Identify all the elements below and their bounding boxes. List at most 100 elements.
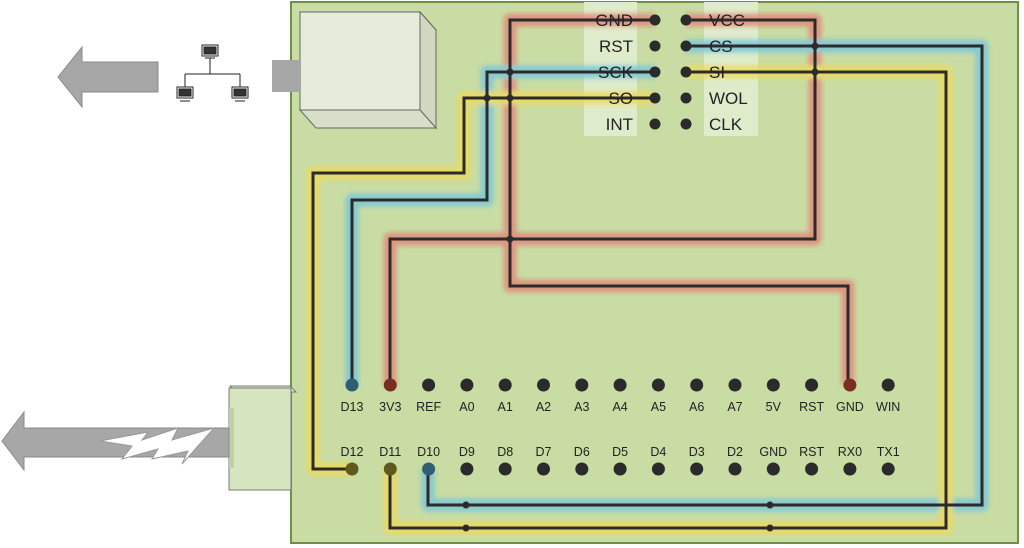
- bottom-pin-d10: [422, 462, 436, 476]
- lightning-bolt-icon: [99, 427, 216, 465]
- bottom-pin-label-d3: D3: [689, 445, 705, 459]
- usb-connector: [228, 385, 298, 491]
- bottom-pin-d7: [537, 462, 550, 476]
- top-pin-rst-12: [805, 378, 819, 392]
- wire-junction-dot: [766, 501, 774, 509]
- bottom-pin-d11: [383, 462, 397, 476]
- bottom-pin-label-d6: D6: [574, 445, 590, 459]
- top-pin-a6: [690, 378, 704, 392]
- top-pin-label-rst: RST: [799, 400, 824, 414]
- wire-sck: [350, 70, 655, 385]
- header-pin-si: [680, 66, 692, 78]
- bottom-pin-label-d5: D5: [612, 445, 628, 459]
- wire-junction-dot: [811, 68, 819, 76]
- top-pin-label-win: WIN: [876, 400, 900, 414]
- bottom-pin-rx0: [843, 462, 857, 476]
- top-pin-a0: [460, 378, 474, 392]
- bottom-pin-d12: [345, 462, 359, 476]
- top-pin-label-gnd: GND: [836, 400, 864, 414]
- header-pin-int: [649, 118, 661, 130]
- top-pin-a4: [613, 378, 627, 392]
- bottom-pin-label-d7: D7: [536, 445, 552, 459]
- wire-junction-dot: [766, 524, 774, 532]
- top-pin-label-ref: REF: [416, 400, 441, 414]
- wire-vcc: [388, 18, 817, 385]
- bottom-pin-gnd-11: [766, 462, 780, 476]
- top-pin-gnd-13: [843, 378, 857, 392]
- top-pin-ref: [422, 378, 436, 392]
- header-label-so: SO: [608, 89, 633, 108]
- junction-dots: [462, 42, 819, 532]
- wire-layer: [311, 18, 984, 530]
- header-label-sck: SCK: [598, 63, 634, 82]
- bottom-pin-d6: [575, 462, 589, 476]
- bottom-pin-d2: [728, 462, 742, 476]
- top-pin-label-a7: A7: [727, 400, 742, 414]
- top-pin-a1: [498, 378, 512, 392]
- wire-cs: [426, 44, 984, 507]
- header-label-vcc: VCC: [709, 11, 745, 30]
- top-pin-label-a5: A5: [651, 400, 666, 414]
- top-row-pins: D13 3V3 REF A0 A1 A2 A3 A4 A5 A6 A7 5V RST GND WIN: [341, 378, 900, 414]
- wire-junction-dot: [506, 94, 514, 102]
- top-pin-label-a3: A3: [574, 400, 589, 414]
- bottom-pin-d4: [651, 462, 665, 476]
- wire-junction-dot: [811, 42, 819, 50]
- header-label-wol: WOL: [709, 89, 748, 108]
- header-pin-cs: [680, 40, 692, 52]
- bottom-pin-d3: [690, 462, 704, 476]
- top-pin-a5: [651, 378, 665, 392]
- wire-so: [311, 96, 655, 471]
- header-pin-rst: [649, 40, 661, 52]
- top-pin-5v: [766, 378, 780, 392]
- network-computers-icon: [176, 44, 249, 102]
- bottom-pin-d9: [460, 462, 474, 476]
- header-pins: [649, 14, 692, 130]
- ethernet-jack: [272, 10, 438, 130]
- bottom-pin-d5: [613, 462, 627, 476]
- wire-junction-dot: [462, 524, 470, 532]
- top-pin-label-a2: A2: [536, 400, 551, 414]
- top-pin-a3: [575, 378, 589, 392]
- header-label-gnd: GND: [595, 11, 633, 30]
- header-right-labels: VCC CS SI WOL CLK: [709, 11, 748, 134]
- bottom-pin-label-tx1: TX1: [877, 445, 900, 459]
- header-label-int: INT: [606, 115, 633, 134]
- wire-junction-dot: [462, 501, 470, 509]
- header-pin-so: [649, 92, 661, 104]
- top-pin-label-a0: A0: [459, 400, 474, 414]
- bottom-pin-label-d2: D2: [727, 445, 743, 459]
- top-pin-label-a6: A6: [689, 400, 704, 414]
- bottom-pin-d8: [498, 462, 512, 476]
- top-pin-label-a4: A4: [612, 400, 627, 414]
- wire-junction-dot: [506, 235, 514, 243]
- header-label-si: SI: [709, 63, 725, 82]
- top-pin-label-a1: A1: [498, 400, 513, 414]
- bottom-pin-label-rst: RST: [799, 445, 824, 459]
- top-pin-3v3: [383, 378, 397, 392]
- top-pin-label-3v3: 3V3: [379, 400, 401, 414]
- bottom-pin-label-rx0: RX0: [838, 445, 862, 459]
- header-label-clk: CLK: [709, 115, 743, 134]
- bottom-pin-label-d12: D12: [341, 445, 364, 459]
- header-pin-wol: [680, 92, 692, 104]
- bottom-pin-label-d10: D10: [417, 445, 440, 459]
- bottom-pin-label-d11: D11: [379, 445, 401, 459]
- top-pin-label-5v: 5V: [766, 400, 782, 414]
- top-pin-d13: [345, 378, 359, 392]
- top-pin-label-d13: D13: [341, 400, 364, 414]
- top-pin-a2: [537, 378, 550, 392]
- bottom-pin-label-d4: D4: [650, 445, 666, 459]
- wire-junction-dot: [483, 94, 491, 102]
- bottom-pin-rst-12: [805, 462, 819, 476]
- bottom-pin-label-d8: D8: [497, 445, 513, 459]
- header-left-labels: GND RST SCK SO INT: [595, 11, 633, 134]
- wire-si: [388, 70, 948, 530]
- header-label-rst: RST: [599, 37, 633, 56]
- header-pin-clk: [680, 118, 692, 130]
- bottom-pin-label-d9: D9: [459, 445, 475, 459]
- header-label-cs: CS: [709, 37, 733, 56]
- header-pin-gnd: [649, 14, 661, 26]
